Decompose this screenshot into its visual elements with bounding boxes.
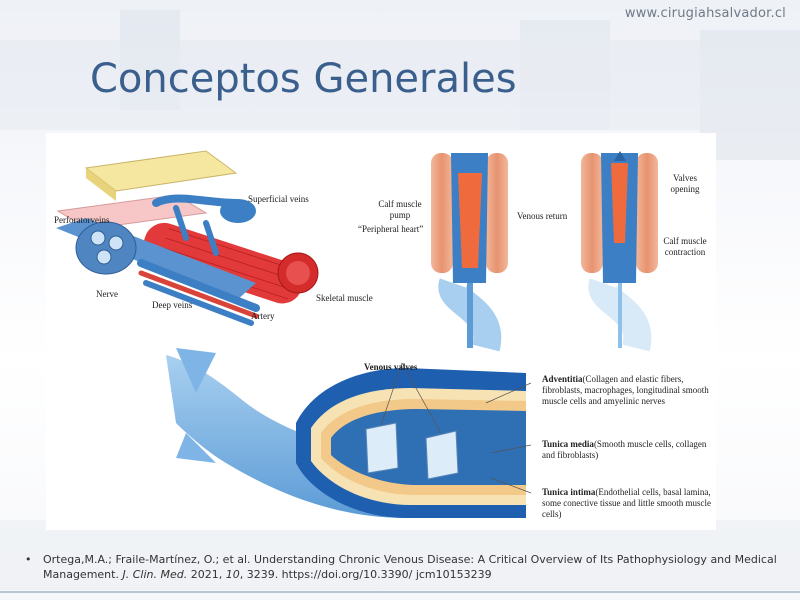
site-url: www.cirugiahsalvador.cl <box>624 6 786 21</box>
label-peripheral-heart: “Peripheral heart” <box>358 224 424 234</box>
label-calf-muscle-pump: Calf muscle pump <box>370 199 430 221</box>
vein-wall-diagram <box>166 348 532 518</box>
valves-line-1: Valves <box>673 173 697 183</box>
anatomy-illustration <box>56 150 658 518</box>
label-calf-contraction: Calf muscle contraction <box>656 236 714 258</box>
contraction-line-2: contraction <box>664 247 706 257</box>
label-artery: Artery <box>251 311 275 321</box>
leg-layers-diagram <box>56 150 319 326</box>
reference-doi: , 3239. https://doi.org/10.3390/ jcm1015… <box>239 568 492 581</box>
calf-pump-line-2: pump <box>389 210 411 220</box>
bottom-divider <box>0 591 800 593</box>
label-tunica-intima: Tunica intima(Endothelial cells, basal l… <box>542 487 716 520</box>
intima-term: Tunica intima <box>542 487 596 497</box>
label-tunica-media: Tunica media(Smooth muscle cells, collag… <box>542 439 716 461</box>
label-venous-return: Venous return <box>517 211 568 221</box>
calf-pump-diagram <box>431 151 658 352</box>
label-perforator-veins: Perforatorveins <box>54 215 110 225</box>
label-deep-veins: Deep veins <box>152 300 193 310</box>
reference-year: 2021, <box>190 568 223 581</box>
label-nerve: Nerve <box>96 289 118 299</box>
calf-pump-line-1: Calf muscle <box>378 199 422 209</box>
reference-journal: J. Clin. Med. <box>122 568 188 581</box>
valves-line-2: opening <box>670 184 700 194</box>
reference-text: Ortega,M.A.; Fraile-Martínez, O.; et al.… <box>43 552 785 582</box>
reference-volume: 10 <box>225 568 240 581</box>
slide-title: Conceptos Generales <box>90 56 517 102</box>
label-superficial-veins: Superficial veins <box>248 194 309 204</box>
media-desc: (Smooth muscle cells, collagen and fibro… <box>542 439 707 460</box>
label-skeletal-muscle: Skeletal muscle <box>316 293 373 303</box>
label-adventitia: Adventitia(Collagen and elastic fibers, … <box>542 374 716 407</box>
adventitia-term: Adventitia <box>542 374 583 384</box>
media-term: Tunica media <box>542 439 594 449</box>
figure-panel: Superficial veins Perforatorveins Nerve … <box>46 133 716 530</box>
adventitia-desc: (Collagen and elastic fibers, fibroblast… <box>542 374 709 406</box>
bullet-point: • <box>25 553 32 566</box>
label-venous-valves: Venous valves <box>364 362 418 372</box>
contraction-line-1: Calf muscle <box>663 236 707 246</box>
label-valves-opening: Valves opening <box>660 173 710 195</box>
reference-citation: • Ortega,M.A.; Fraile-Martínez, O.; et a… <box>25 552 785 582</box>
reference-authors: Ortega,M.A.; Fraile-Martínez, O.; et al.… <box>43 553 777 581</box>
intima-desc: (Endothelial cells, basal lamina, some c… <box>542 487 711 519</box>
